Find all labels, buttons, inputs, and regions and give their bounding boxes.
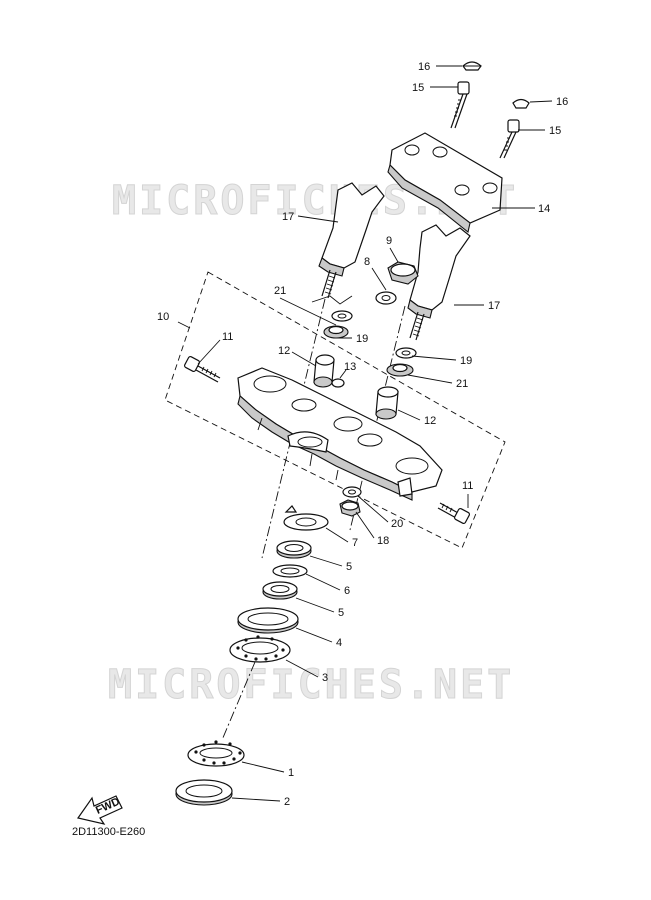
callout-16-lower: 16 — [556, 96, 568, 108]
callout-20: 20 — [391, 518, 403, 530]
callout-17-right: 17 — [488, 300, 500, 312]
callout-5-lower: 5 — [338, 607, 344, 619]
nut-9 — [387, 261, 419, 285]
fwd-arrow-icon: FWD — [76, 795, 123, 825]
holder-17-left — [318, 182, 385, 299]
washer-6 — [272, 564, 308, 578]
callout-12-left: 12 — [278, 345, 290, 357]
callout-11-right: 11 — [462, 480, 473, 492]
break-mark — [311, 295, 353, 305]
callout-13: 13 — [344, 361, 356, 373]
washer-20 — [342, 486, 362, 498]
callout-21-left: 21 — [274, 285, 286, 297]
callout-6: 6 — [344, 585, 350, 597]
bushing-21-right — [386, 363, 414, 377]
callout-2: 2 — [284, 796, 290, 808]
bearing-1 — [187, 740, 245, 767]
holder-17-right — [407, 224, 471, 341]
callout-4: 4 — [336, 637, 342, 649]
lock-washer-7 — [283, 505, 329, 531]
seal-2 — [175, 779, 233, 806]
callout-8: 8 — [364, 256, 370, 268]
callout-18: 18 — [377, 535, 389, 547]
axis-right — [349, 305, 406, 531]
upper-holder-14 — [387, 132, 503, 233]
callout-3: 3 — [322, 672, 328, 684]
damper-12-left — [313, 354, 335, 388]
ring-nut-5-upper — [276, 540, 312, 559]
callout-17-left: 17 — [282, 211, 294, 223]
leader-lines — [177, 65, 553, 802]
washer-19-right — [395, 347, 417, 359]
damper-12-right — [375, 386, 399, 420]
diagram-code: 2D11300-E260 — [72, 826, 146, 838]
callout-15-lower: 15 — [549, 125, 561, 137]
ring-nut-5-lower — [262, 581, 298, 600]
bolt-11-right — [437, 502, 471, 525]
axis-stem — [221, 661, 256, 741]
cap-16-upper — [462, 61, 482, 71]
bolt-15-lower — [499, 119, 520, 159]
bolt-11-left — [183, 355, 221, 383]
callout-5-upper: 5 — [346, 561, 352, 573]
callout-7: 7 — [352, 537, 358, 549]
cap-16-lower — [512, 98, 530, 109]
nut-18 — [339, 499, 361, 517]
bolt-15-upper — [450, 81, 470, 129]
assembly-boundary — [164, 271, 506, 549]
washer-19-left — [331, 310, 353, 322]
callout-1: 1 — [288, 767, 294, 779]
callout-9: 9 — [386, 235, 392, 247]
callout-10: 10 — [157, 311, 169, 323]
callout-11-left: 11 — [222, 331, 233, 343]
washer-8 — [375, 291, 397, 305]
callout-15-upper: 15 — [412, 82, 424, 94]
bearing-3 — [229, 635, 291, 663]
lower-bracket — [237, 367, 443, 501]
collar-13 — [331, 378, 345, 388]
callout-21-right: 21 — [456, 378, 468, 390]
callout-14: 14 — [538, 203, 550, 215]
callout-12-right: 12 — [424, 415, 436, 427]
watermark-bottom: MICROFICHES.NET — [108, 662, 514, 708]
callout-19-left: 19 — [356, 333, 368, 345]
callout-19-right: 19 — [460, 355, 472, 367]
bushing-21-left — [323, 325, 349, 339]
callout-16-upper: 16 — [418, 61, 430, 73]
dust-seal-4 — [237, 607, 299, 634]
